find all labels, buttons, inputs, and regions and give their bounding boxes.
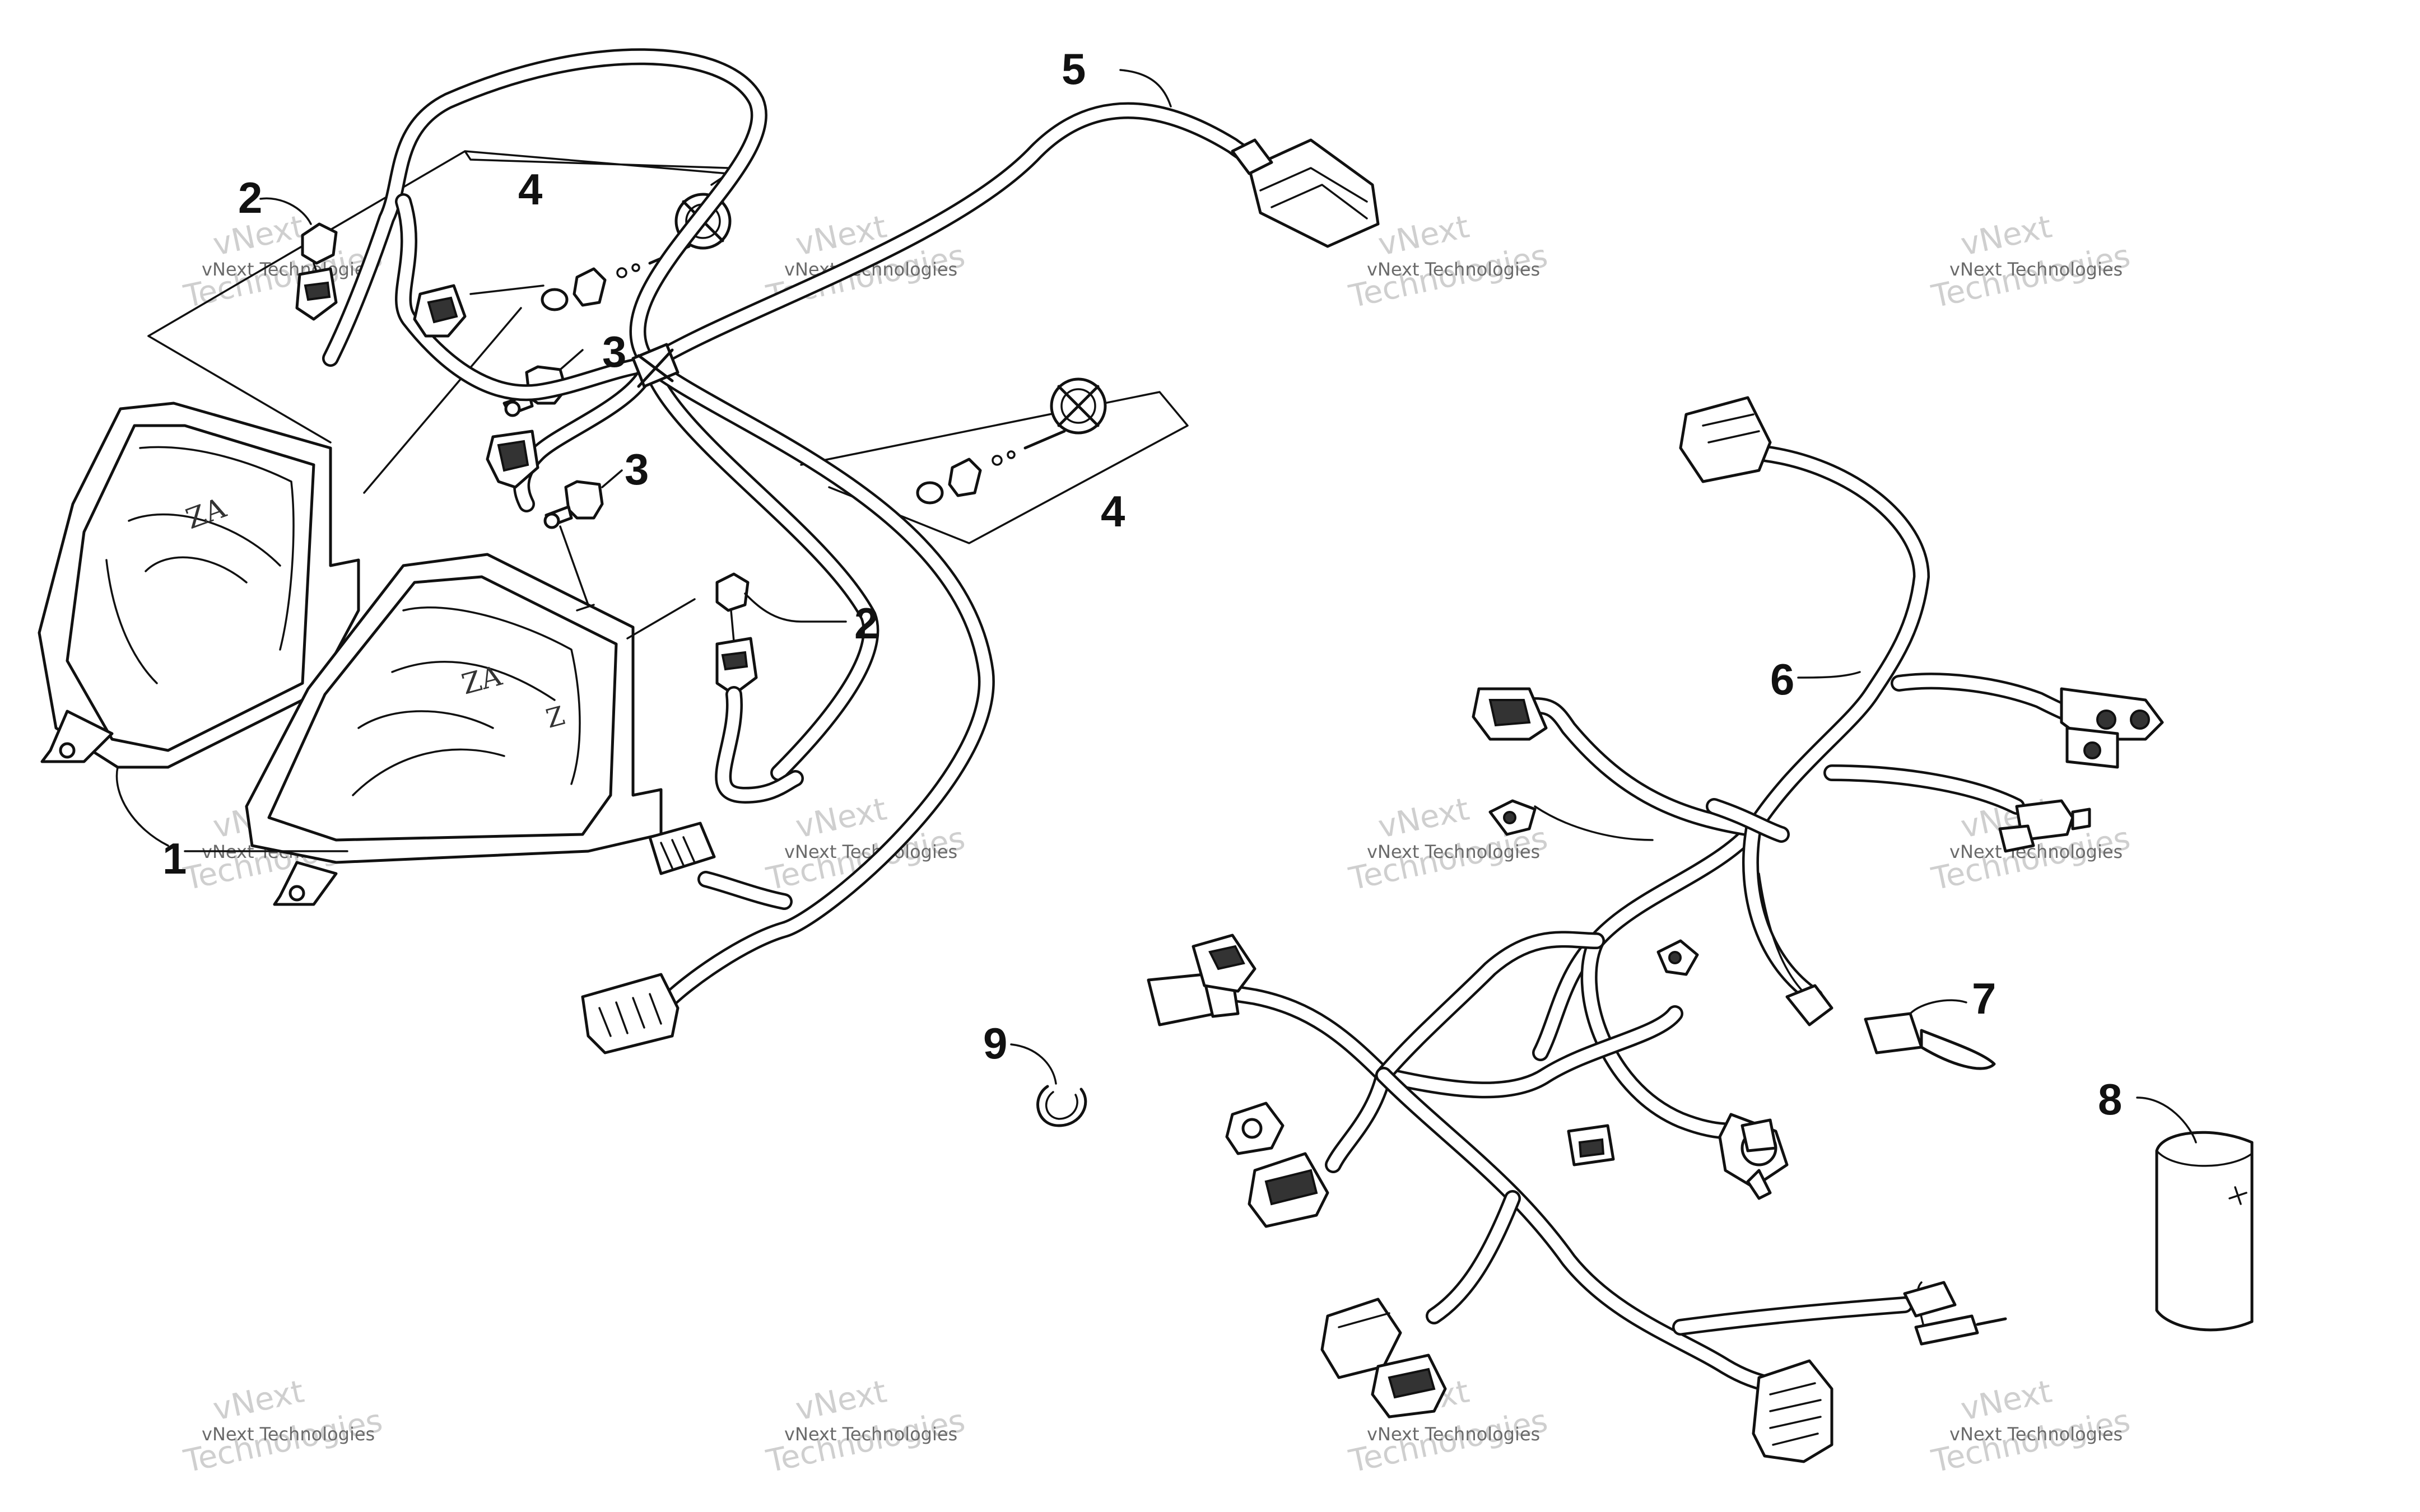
callout-4-upper: 4 — [518, 165, 542, 214]
callout-6: 6 — [1770, 655, 1794, 704]
watermark-large-brand: vNext — [793, 1373, 890, 1428]
retaining-clip — [1036, 1085, 1087, 1127]
callout-7: 7 — [1972, 974, 1996, 1023]
bulb-lower — [543, 480, 604, 529]
callout-3-upper: 3 — [602, 327, 626, 376]
callout-8: 8 — [2098, 1075, 2122, 1124]
bulb-holder-upper — [295, 222, 338, 321]
watermark-small-text: vNext Technologies — [1949, 1424, 2123, 1445]
callout-5: 5 — [1062, 44, 1086, 94]
watermark-large-brand: vNext — [1375, 208, 1473, 263]
main-harness — [1147, 396, 2164, 1463]
exploded-guides-lower — [559, 391, 1189, 640]
watermark-small-text: vNext Technologies — [1367, 841, 1540, 862]
adjuster-lower — [916, 377, 1107, 505]
headlight-right: ZA Z — [245, 553, 663, 906]
callout-9: 9 — [983, 1019, 1007, 1068]
watermark-large-brand: vNext — [1375, 791, 1473, 846]
watermark-large-brand: vNext — [1958, 208, 2055, 263]
callout-1-leader — [115, 766, 348, 852]
headlight-left: ZA — [38, 402, 360, 769]
callout-2-upper: 2 — [238, 173, 262, 222]
watermark-large-brand: vNext — [793, 791, 890, 846]
watermark-small-text: vNext Technologies — [784, 1424, 957, 1445]
watermark-small-text: vNext Technologies — [1367, 259, 1540, 280]
callout-2-lower: 2 — [854, 599, 878, 648]
callout-1: 1 — [162, 834, 187, 883]
protective-sleeve — [2155, 1131, 2254, 1332]
callout-4-lower: 4 — [1101, 487, 1125, 536]
watermark-small-text: vNext Technologies — [1949, 259, 2123, 280]
bulb-holder-lower — [715, 572, 758, 696]
main-connector — [1231, 138, 1380, 248]
callout-3-lower: 3 — [625, 445, 649, 494]
watermark-small-text: vNext Technologies — [1367, 1424, 1540, 1445]
watermark-small-text: vNext Technologies — [1949, 841, 2123, 862]
watermark-large-brand: vNext — [210, 1373, 308, 1428]
callout-leaders — [259, 69, 2197, 1144]
watermark-small-text: vNext Technologies — [202, 1424, 375, 1445]
watermark-large-brand: vNext — [1958, 1373, 2055, 1428]
callout-labels: 1 2 2 3 3 4 4 5 6 7 8 9 — [162, 44, 2122, 1124]
watermark-small-text: vNext Technologies — [202, 259, 375, 280]
headlight-harness — [322, 48, 1380, 1054]
